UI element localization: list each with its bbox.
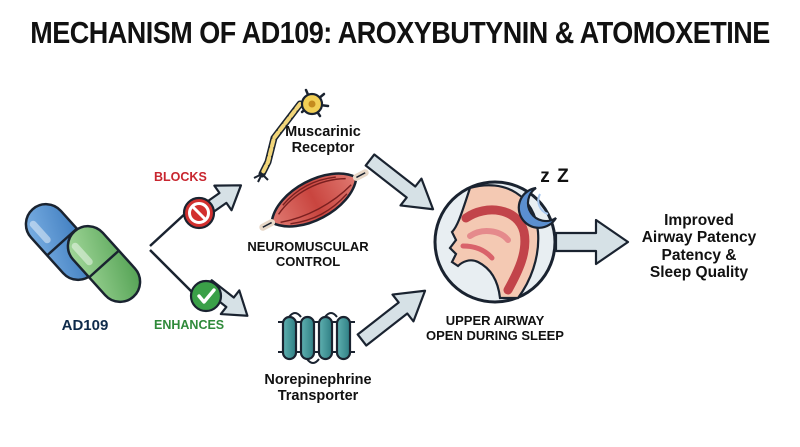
norepinephrine-line-1: Norepinephrine: [264, 372, 372, 388]
upper-airway-label: UPPER AIRWAY OPEN DURING SLEEP: [420, 313, 570, 343]
transporter-icon: [278, 312, 355, 364]
muscle-icon: [259, 169, 369, 231]
neuromuscular-control-label: NEUROMUSCULAR CONTROL: [238, 239, 378, 269]
outcome-line-3: Patency &: [661, 246, 737, 264]
outcome-line-4: Sleep Quality: [649, 264, 749, 282]
diagram-title: MECHANISM OF AD109: AROXYBUTYNIN & ATOMO…: [30, 16, 770, 50]
airway-head-icon: [433, 180, 557, 304]
muscarinic-receptor-label: Muscarinic Receptor: [268, 124, 378, 156]
upper-airway-line-1: UPPER AIRWAY: [445, 313, 545, 328]
moon-icon: [517, 186, 557, 229]
arrow-to-airway-lower: [356, 289, 427, 347]
outcome-label: Improved Airway Patency Patency & Sleep …: [624, 212, 774, 281]
block-icon: [182, 196, 216, 230]
arrow-to-airway-upper: [364, 153, 435, 211]
blocks-label: BLOCKS: [154, 170, 207, 184]
muscarinic-line-2: Receptor: [291, 140, 355, 157]
sleep-z-symbol: z Z: [540, 166, 570, 187]
arrow-to-outcome: [554, 218, 630, 266]
upper-airway-line-2: OPEN DURING SLEEP: [426, 327, 564, 343]
neuron-icon: [253, 88, 330, 183]
pill-icon: [24, 202, 142, 304]
drug-label: AD109: [61, 317, 109, 334]
norepinephrine-transporter-label: Norepinephrine Transporter: [248, 372, 388, 404]
enhances-label: ENHANCES: [154, 318, 225, 332]
muscarinic-line-1: Muscarinic: [285, 124, 361, 140]
neuromuscular-line-1: NEUROMUSCULAR: [247, 239, 369, 254]
neuromuscular-line-2: CONTROL: [275, 253, 341, 269]
norepinephrine-line-2: Transporter: [277, 388, 359, 405]
checkmark-icon: [189, 279, 223, 313]
outcome-line-1: Improved: [664, 212, 734, 229]
outcome-line-2: Airway Patency: [641, 229, 757, 247]
